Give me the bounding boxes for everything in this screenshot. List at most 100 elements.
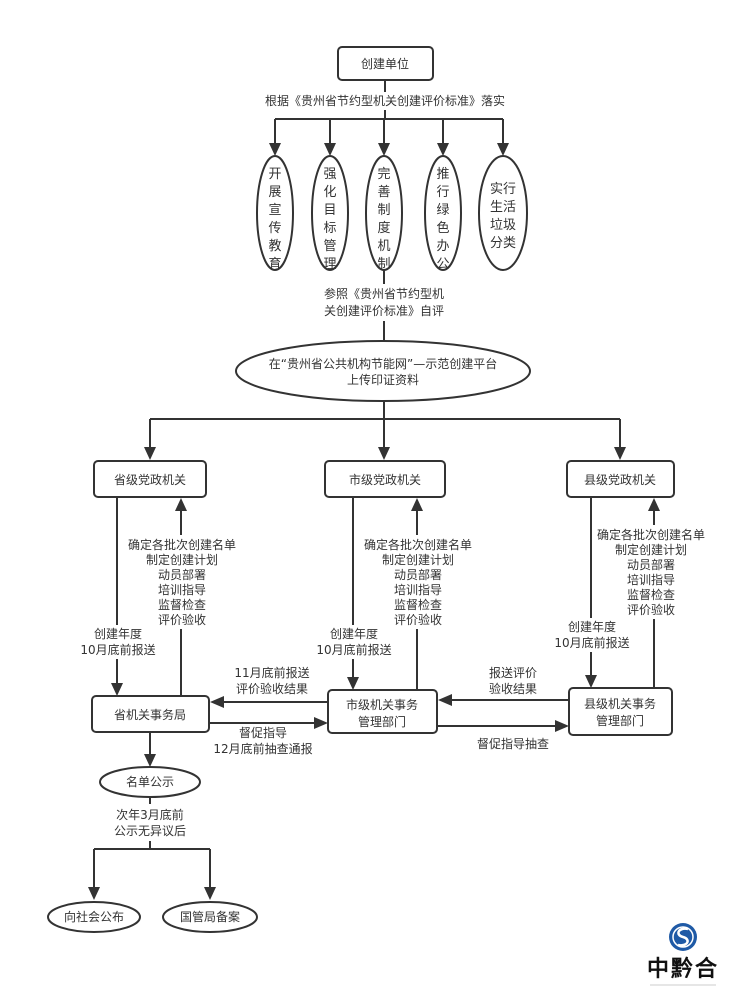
level-node-city: 市级党政机关	[324, 460, 446, 498]
svg-text:监督检查: 监督检查	[394, 597, 442, 612]
svg-text:动员部署: 动员部署	[158, 567, 206, 582]
s-monogram-circle-icon	[669, 923, 697, 951]
county-dept-node: 县级机关事务 管理部门	[568, 687, 673, 736]
svg-text:12月底前抽查通报: 12月底前抽查通报	[213, 741, 312, 756]
svg-text:11月底前报送: 11月底前报送	[234, 665, 309, 680]
svg-text:制: 制	[377, 203, 390, 218]
outcome-node-public: 向社会公布	[47, 901, 141, 933]
svg-text:制定创建计划: 制定创建计划	[146, 552, 218, 567]
svg-text:确定各批次创建名单: 确定各批次创建名单	[364, 537, 472, 552]
outcome-arrows	[88, 849, 216, 900]
svg-text:办: 办	[436, 239, 449, 254]
svg-text:推: 推	[436, 167, 449, 182]
svg-text:公: 公	[436, 257, 449, 272]
svg-text:10月底前报送: 10月底前报送	[316, 642, 391, 657]
svg-text:化: 化	[323, 185, 336, 200]
logo-text: 中黔合	[647, 956, 719, 982]
action-node-0: 开 展 宣 传 教 育	[256, 155, 294, 272]
svg-text:向社会公布: 向社会公布	[64, 909, 124, 924]
level-node-county: 县级党政机关	[566, 460, 675, 498]
svg-text:制定创建计划: 制定创建计划	[382, 552, 454, 567]
basis-label: 根据《贵州省节约型机关创建评价标准》落实	[265, 93, 505, 108]
svg-text:评价验收: 评价验收	[158, 612, 206, 627]
svg-text:督促指导: 督促指导	[239, 725, 287, 740]
svg-text:上传印证资料: 上传印证资料	[347, 372, 419, 387]
svg-text:培训指导: 培训指导	[158, 582, 206, 597]
action-node-4: 实行 生活 垃圾 分类	[478, 155, 528, 271]
province-report-flow: 创建年度 10月底前报送	[75, 497, 165, 696]
svg-text:教: 教	[268, 238, 281, 254]
level-node-province: 省级党政机关	[93, 460, 207, 498]
upload-node: 在“贵州省公共机构节能网”—示范创建平台 上传印证资料	[235, 340, 531, 402]
svg-text:宣: 宣	[268, 202, 281, 218]
svg-text:确定各批次创建名单: 确定各批次创建名单	[597, 527, 705, 542]
prov-bureau-node: 省机关事务局	[91, 695, 210, 733]
svg-text:确定各批次创建名单: 确定各批次创建名单	[128, 537, 236, 552]
svg-text:目: 目	[323, 203, 336, 218]
city-to-prov-flow: 11月底前报送 评价验收结果	[210, 665, 328, 708]
svg-text:制: 制	[377, 257, 390, 272]
svg-text:度: 度	[377, 220, 390, 236]
svg-text:管: 管	[323, 239, 336, 254]
svg-text:行: 行	[436, 185, 449, 200]
svg-text:报送评价: 报送评价	[489, 665, 537, 680]
svg-text:善: 善	[377, 184, 390, 200]
svg-text:动员部署: 动员部署	[627, 557, 675, 572]
svg-text:完: 完	[377, 167, 390, 182]
svg-text:展: 展	[268, 185, 281, 200]
svg-text:强: 强	[323, 167, 336, 182]
svg-text:机: 机	[377, 239, 390, 254]
outcome-node-record: 国管局备案	[162, 901, 258, 933]
svg-text:10月底前报送: 10月底前报送	[80, 642, 155, 657]
self-eval-label: 参照《贵州省节约型机	[324, 286, 444, 301]
svg-text:10月底前报送: 10月底前报送	[554, 635, 629, 650]
county-report-flow: 创建年度 10月底前报送	[548, 497, 638, 688]
svg-text:国管局备案: 国管局备案	[180, 909, 240, 924]
svg-text:管理部门: 管理部门	[596, 713, 644, 728]
svg-text:理: 理	[323, 257, 336, 272]
svg-text:省级党政机关: 省级党政机关	[114, 472, 186, 487]
svg-text:监督检查: 监督检查	[627, 587, 675, 602]
city-tasks-flow: 确定各批次创建名单 制定创建计划 动员部署 培训指导 监督检查 评价验收	[360, 498, 475, 690]
svg-text:管理部门: 管理部门	[358, 714, 406, 729]
svg-text:市级机关事务: 市级机关事务	[346, 697, 418, 712]
svg-text:市级党政机关: 市级党政机关	[349, 472, 421, 487]
level-arrows	[144, 419, 626, 460]
svg-text:名单公示: 名单公示	[126, 774, 174, 789]
action-node-3: 推 行 绿 色 办 公	[424, 155, 462, 272]
svg-text:评价验收: 评价验收	[394, 612, 442, 627]
svg-text:动员部署: 动员部署	[394, 567, 442, 582]
action-node-2: 完 善 制 度 机 制	[365, 155, 403, 272]
svg-text:创建年度: 创建年度	[568, 619, 616, 634]
svg-text:在“贵州省公共机构节能网”—示范创建平台: 在“贵州省公共机构节能网”—示范创建平台	[269, 356, 497, 371]
city-to-county-flow: 督促指导抽查	[437, 720, 569, 751]
city-dept-node: 市级机关事务 管理部门	[327, 689, 438, 734]
svg-text:省机关事务局: 省机关事务局	[114, 707, 186, 722]
svg-text:县级机关事务: 县级机关事务	[584, 696, 656, 711]
svg-text:验收结果: 验收结果	[489, 681, 537, 696]
self-eval-label: 关创建评价标准》自评	[324, 304, 444, 318]
svg-text:创建年度: 创建年度	[94, 626, 142, 641]
svg-text:实行: 实行	[490, 182, 516, 197]
publicity-label: 次年3月底前	[116, 807, 184, 822]
svg-text:评价验收结果: 评价验收结果	[236, 681, 308, 696]
city-report-flow: 创建年度 10月底前报送	[310, 497, 400, 690]
root-node-label: 创建单位	[361, 56, 409, 71]
action-node-1: 强 化 目 标 管 理	[311, 155, 349, 272]
brand-logo: 中黔合	[647, 923, 719, 986]
county-tasks-flow: 确定各批次创建名单 制定创建计划 动员部署 培训指导 监督检查 评价验收	[595, 498, 710, 688]
svg-text:督促指导抽查: 督促指导抽查	[477, 736, 549, 751]
root-node: 创建单位	[337, 46, 434, 81]
county-to-city-flow: 报送评价 验收结果	[438, 665, 569, 706]
svg-text:制定创建计划: 制定创建计划	[615, 542, 687, 557]
svg-text:绿: 绿	[436, 203, 449, 218]
svg-text:标: 标	[323, 221, 336, 236]
svg-text:生活: 生活	[490, 200, 516, 215]
prov-to-city-flow: 督促指导 12月底前抽查通报	[209, 717, 328, 756]
svg-text:创建年度: 创建年度	[330, 626, 378, 641]
svg-text:培训指导: 培训指导	[627, 572, 675, 587]
publicity-label: 公示无异议后	[114, 824, 186, 838]
svg-text:分类: 分类	[490, 236, 516, 251]
publicity-node: 名单公示	[99, 766, 201, 798]
